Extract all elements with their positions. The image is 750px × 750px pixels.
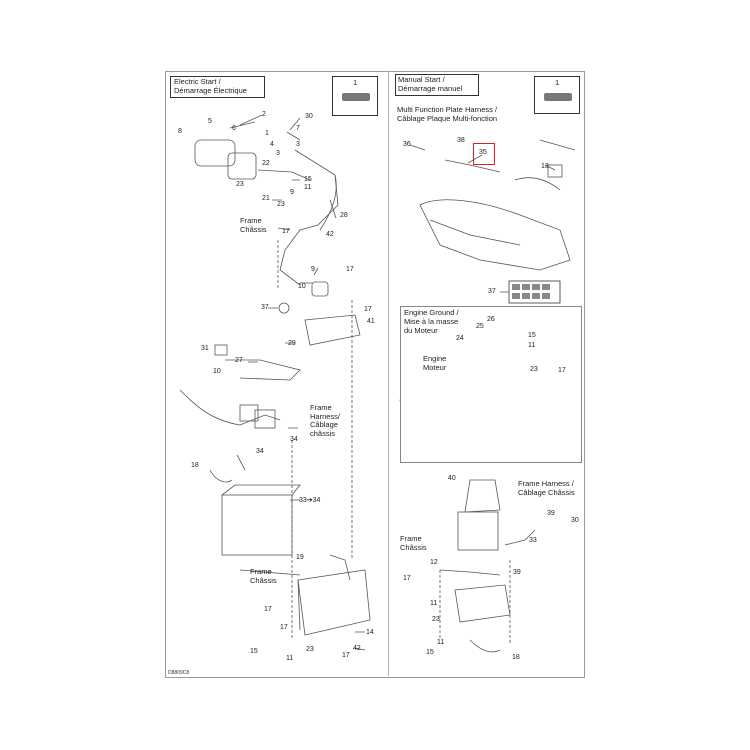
callout-number: 23 — [306, 646, 314, 653]
left-tool-icon-box: 1 — [332, 76, 378, 116]
callout-number: 31 — [201, 345, 209, 352]
callout-number: 34 — [256, 448, 264, 455]
callout-number: 1 — [265, 130, 269, 137]
callout-number: 17 — [264, 606, 272, 613]
left-icon-number: 1 — [353, 78, 358, 87]
callout-number: 42 — [326, 231, 334, 238]
callout-number: 17 — [346, 266, 354, 273]
right-title-line2: Démarrage manuel — [398, 84, 463, 93]
callout-number: 10 — [298, 283, 306, 290]
right-tool-icon-box: 1 — [534, 76, 580, 114]
callout-number: 15 — [304, 176, 312, 183]
left-frame-chassis-label-2: Frame Châssis — [250, 567, 277, 585]
multi-function-subtitle-line1: Multi Function Plate Harness / — [397, 105, 498, 114]
right-frame-chassis-label: Frame Châssis — [400, 534, 427, 552]
callout-number: 6 — [232, 125, 236, 132]
callout-number: 37 — [261, 304, 269, 311]
callout-number: 11 — [304, 184, 312, 191]
callout-number: 18 — [191, 462, 199, 469]
engine-ground-box — [400, 306, 582, 463]
callout-number: 15 — [528, 332, 536, 339]
callout-number: 28 — [340, 212, 348, 219]
reference-code: D8809C8 — [168, 670, 190, 676]
callout-number: 17 — [280, 624, 288, 631]
right-icon-number: 1 — [555, 78, 560, 87]
callout-number: 23 — [432, 616, 440, 623]
callout-number: 23 — [530, 366, 538, 373]
callout-number: 10 — [213, 368, 221, 375]
callout-number: 39 — [547, 510, 555, 517]
callout-number: 17 — [403, 575, 411, 582]
frame-harness-line1: Frame Harness / — [518, 479, 574, 488]
callout-number: 17 — [282, 228, 290, 235]
callout-number: 7 — [296, 125, 300, 132]
callout-number: 12 — [430, 559, 438, 566]
callout-number: 11 — [528, 342, 536, 349]
left-frame-chassis-label-1: Frame Châssis — [240, 216, 267, 234]
callout-number: 37 — [488, 288, 496, 295]
callout-number: 29 — [288, 340, 296, 347]
callout-number: 23 — [236, 181, 244, 188]
callout-number: 34 — [290, 436, 298, 443]
engine-ground-line2: Mise à la masse — [404, 317, 459, 326]
callout-number: 11 — [430, 600, 438, 607]
callout-number: 11 — [437, 639, 445, 646]
callout-number: 33 — [529, 537, 537, 544]
grease-tube-icon — [342, 93, 370, 101]
callout-number: 38 — [457, 137, 465, 144]
left-title-box — [170, 76, 265, 98]
callout-number: 36 — [403, 141, 411, 148]
callout-number: 39 — [513, 569, 521, 576]
callout-number: 3 — [276, 150, 280, 157]
highlighted-callout-number: 35 — [479, 149, 487, 156]
left-title-line1: Electric Start / — [174, 77, 221, 86]
callout-number: 30 — [305, 113, 313, 120]
callout-number: 4 — [270, 141, 274, 148]
callout-number: 9 — [311, 266, 315, 273]
callout-number: 18 — [512, 654, 520, 661]
callout-number: 15 — [426, 649, 434, 656]
left-title-line2: Démarrage Électrique — [174, 86, 247, 95]
callout-number: 8 — [178, 128, 182, 135]
callout-number: 21 — [262, 195, 270, 202]
callout-number: 33➔34 — [299, 497, 321, 504]
callout-number: 30 — [571, 517, 579, 524]
right-title-line1: Manual Start / — [398, 75, 445, 84]
callout-number: 15 — [250, 648, 258, 655]
callout-number: 27 — [235, 357, 243, 364]
panel-divider — [388, 71, 389, 676]
engine-ground-line3: du Moteur — [404, 326, 438, 335]
callout-number: 26 — [487, 316, 495, 323]
highlighted-callout-box[interactable]: 35 — [473, 143, 495, 165]
callout-number: 9 — [290, 189, 294, 196]
callout-number: 3 — [296, 141, 300, 148]
engine-ground-line1: Engine Ground / — [404, 308, 459, 317]
callout-number: 22 — [262, 160, 270, 167]
multi-function-subtitle-line2: Câblage Plaque Multi-fonction — [397, 114, 498, 123]
callout-number: 25 — [476, 323, 484, 330]
callout-number: 14 — [366, 629, 374, 636]
callout-number: 41 — [367, 318, 375, 325]
callout-number: 42 — [353, 645, 361, 652]
frame-harness-line2: Câblage Châssis — [518, 488, 575, 497]
right-title-box — [395, 74, 479, 96]
callout-number: 23 — [277, 201, 285, 208]
callout-number: 40 — [448, 475, 456, 482]
callout-number: 13 — [541, 163, 549, 170]
left-frame-harness-label: Frame Harness/ Câblage châssis — [310, 403, 341, 438]
engine-label: Engine Moteur — [423, 354, 447, 372]
grease-tube-icon — [544, 93, 572, 101]
callout-number: 24 — [456, 335, 464, 342]
callout-number: 17 — [364, 306, 372, 313]
callout-number: 17 — [558, 367, 566, 374]
callout-number: 17 — [342, 652, 350, 659]
callout-number: 2 — [262, 111, 266, 118]
callout-number: 5 — [208, 118, 212, 125]
callout-number: 11 — [286, 655, 294, 662]
callout-number: 19 — [296, 554, 304, 561]
